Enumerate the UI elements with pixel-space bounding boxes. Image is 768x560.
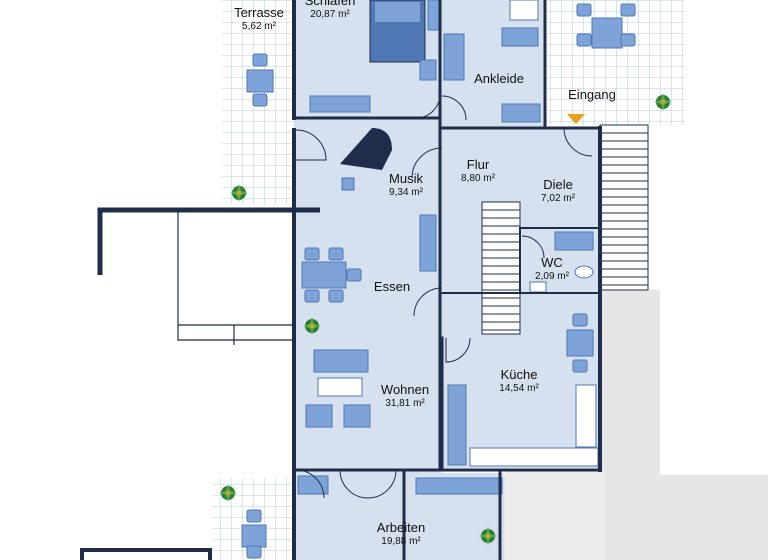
doors xyxy=(295,93,593,499)
wardrobe xyxy=(443,33,465,81)
dining-table xyxy=(301,261,347,289)
room-label-arbeiten: Arbeiten 19,88 m² xyxy=(364,520,438,547)
room-area: 31,81 m² xyxy=(385,397,425,409)
furniture xyxy=(241,0,636,559)
room-label-musik: Musik 9,34 m² xyxy=(372,171,440,198)
sofa xyxy=(313,349,369,373)
room-area: 7,02 m² xyxy=(541,192,575,204)
room-area: 5,62 m² xyxy=(242,20,276,32)
room-area: 9,34 m² xyxy=(389,186,423,198)
entrance-arrow-icon xyxy=(567,114,585,124)
room-name: Arbeiten xyxy=(376,520,426,535)
room-label-schlafen: Schlafen 20,87 m² xyxy=(295,0,365,20)
outside-ground xyxy=(500,290,768,560)
room-name: Schlafen xyxy=(304,0,356,8)
grand-piano xyxy=(340,128,392,170)
room-name: Eingang xyxy=(568,87,616,102)
room-label-flur: Flur 8,80 m² xyxy=(444,157,512,184)
room-label-eingang: Eingang xyxy=(555,87,629,103)
room-name: Musik xyxy=(389,171,423,186)
bench xyxy=(309,95,371,113)
room-name: Wohnen xyxy=(380,382,430,397)
room-name: Essen xyxy=(373,279,411,294)
carport-outline xyxy=(97,207,320,345)
room-name: Flur xyxy=(466,157,490,172)
room-name: Ankleide xyxy=(474,71,524,86)
kitchen-counter xyxy=(575,384,597,448)
room-name: WC xyxy=(541,255,563,270)
room-label-kueche: Küche 14,54 m² xyxy=(484,367,554,394)
desk xyxy=(415,477,503,495)
room-area: 8,80 m² xyxy=(461,172,495,184)
room-area: 20,87 m² xyxy=(310,8,350,20)
room-label-diele: Diele 7,02 m² xyxy=(524,177,592,204)
room-area: 2,09 m² xyxy=(535,270,569,282)
room-label-ankleide: Ankleide xyxy=(462,71,536,87)
room-label-wc: WC 2,09 m² xyxy=(522,255,582,282)
room-label-essen: Essen xyxy=(360,279,424,295)
room-label-terrasse: Terrasse 5,62 m² xyxy=(224,5,294,32)
entrance-stairs xyxy=(599,124,649,291)
interior-stairs xyxy=(481,201,521,335)
room-name: Küche xyxy=(500,367,538,382)
room-area: 19,88 m² xyxy=(381,535,421,547)
room-name: Terrasse xyxy=(234,5,284,20)
nightstand xyxy=(427,0,441,31)
room-label-wohnen: Wohnen 31,81 m² xyxy=(368,382,442,409)
room-area: 14,54 m² xyxy=(499,382,539,394)
walls xyxy=(80,0,602,560)
room-name: Diele xyxy=(543,177,573,192)
